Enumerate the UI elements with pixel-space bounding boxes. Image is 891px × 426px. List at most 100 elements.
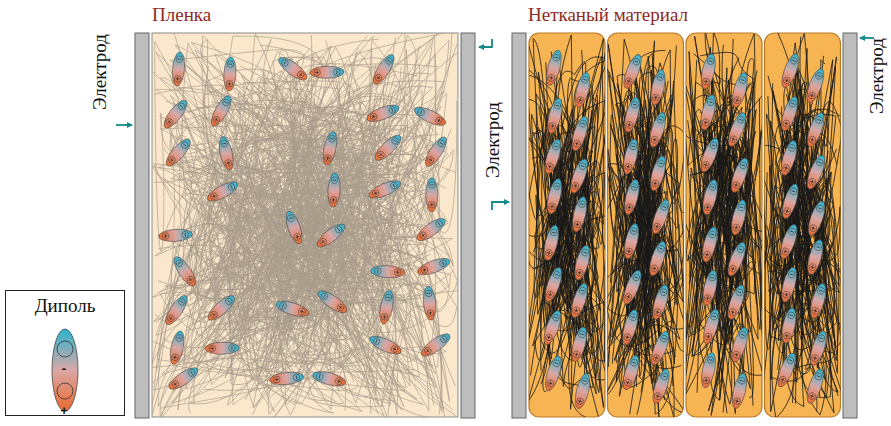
charge-mark	[787, 311, 795, 319]
fiber-line	[768, 96, 841, 398]
plus-mark	[786, 79, 787, 82]
dipole	[426, 178, 438, 212]
charge-mark	[571, 182, 579, 190]
dipole-body	[805, 199, 828, 237]
dipole-body	[699, 53, 718, 91]
dipole	[622, 96, 643, 134]
dipole	[650, 283, 672, 321]
minus-mark	[336, 70, 337, 74]
dipole	[725, 111, 749, 149]
plus-mark	[394, 347, 395, 350]
dipole-body	[168, 330, 187, 366]
charge-mark	[57, 341, 73, 357]
dipole-body	[416, 255, 452, 278]
plus-mark	[549, 165, 550, 168]
charge-mark	[439, 335, 448, 344]
dipole-body	[283, 209, 305, 245]
dipole-body	[807, 329, 829, 367]
charge-mark	[707, 98, 715, 106]
plus-mark	[423, 269, 426, 270]
fiber-line	[176, 57, 436, 335]
plus-mark	[734, 227, 738, 229]
plus-mark	[212, 195, 215, 197]
plus-mark	[626, 335, 628, 338]
charge-mark	[703, 251, 711, 259]
dipole-body	[804, 367, 827, 405]
dipole-body	[367, 333, 403, 358]
minus-mark	[191, 371, 193, 374]
dipole	[269, 371, 304, 386]
fiber-line	[608, 54, 681, 395]
dipole-body	[729, 326, 751, 364]
charge-mark	[167, 155, 176, 164]
dipole	[649, 198, 673, 236]
plus-mark	[378, 76, 380, 79]
charge-mark	[545, 333, 553, 341]
dipole	[314, 220, 348, 250]
dipole-body	[729, 199, 749, 237]
minus-mark	[228, 300, 230, 303]
charge-mark	[652, 354, 661, 363]
dipole-body	[647, 155, 668, 193]
charge-mark	[417, 108, 426, 117]
minus-mark	[709, 60, 713, 62]
charge-mark	[572, 350, 580, 358]
charge-mark	[652, 94, 660, 102]
minus-mark	[631, 146, 635, 148]
dipole-body	[699, 351, 718, 389]
plus-mark	[322, 240, 324, 243]
dipole-body	[310, 66, 344, 79]
charge-mark	[550, 229, 558, 237]
minus-mark	[742, 165, 745, 166]
charge-mark	[175, 334, 183, 342]
charge-mark	[789, 187, 797, 195]
dipole-body	[700, 269, 719, 307]
charge-mark	[547, 74, 555, 82]
plus-mark	[575, 353, 579, 355]
charge-mark	[630, 227, 638, 235]
minus-mark	[376, 339, 377, 342]
dipole-body	[269, 371, 304, 386]
plus-mark	[170, 159, 173, 161]
plus-mark	[579, 98, 581, 102]
panel-heading: Пленка	[152, 4, 211, 26]
charge-mark	[739, 331, 747, 339]
dipole-body	[699, 226, 720, 264]
dipole	[367, 333, 403, 358]
dipole	[311, 369, 347, 389]
charge-mark	[175, 259, 184, 268]
dipole	[160, 97, 190, 131]
dipole	[158, 228, 193, 242]
fiber-line	[156, 74, 425, 371]
plus-mark	[782, 378, 783, 381]
dipole	[544, 177, 564, 215]
charge-mark	[782, 119, 790, 127]
plus-mark	[576, 353, 578, 357]
electrode-plate	[135, 33, 149, 418]
minus-mark	[790, 147, 793, 148]
dipole	[327, 173, 341, 208]
charge-mark	[808, 91, 816, 99]
plus-mark	[422, 234, 425, 236]
plus-mark	[628, 124, 632, 126]
minus-mark	[663, 206, 666, 207]
charge-mark	[376, 150, 385, 159]
dipole	[569, 115, 591, 153]
plus-mark	[812, 138, 813, 141]
dipole-body	[372, 132, 405, 164]
dipole-body	[370, 52, 398, 87]
minus-mark	[231, 185, 233, 188]
dipole-body	[620, 308, 641, 346]
dipole	[804, 367, 827, 405]
dipole	[807, 329, 829, 367]
minus-mark	[662, 292, 665, 293]
charge-mark	[427, 309, 434, 316]
charge-mark	[817, 287, 825, 295]
charge-mark	[657, 159, 665, 167]
charge-mark	[625, 247, 633, 255]
dipole	[542, 354, 564, 392]
dipole	[646, 240, 669, 278]
charge-mark	[187, 368, 196, 377]
plus-mark	[575, 184, 576, 187]
fiber-line	[689, 52, 750, 389]
